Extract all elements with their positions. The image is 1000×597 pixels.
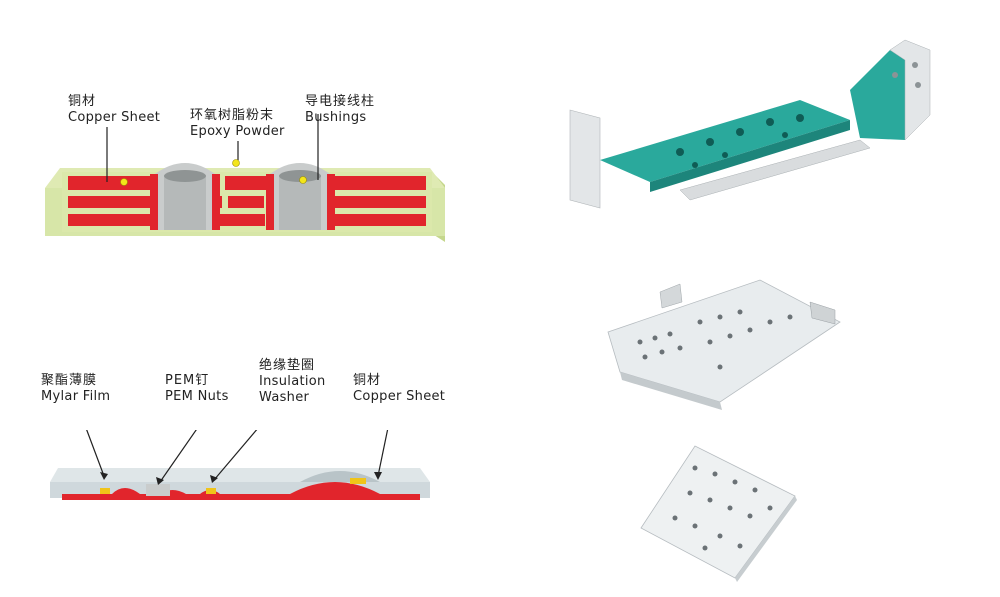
label-mylar-film-en: Mylar Film bbox=[41, 389, 111, 404]
label-pem-nuts: PEM钉 PEM Nuts bbox=[165, 373, 229, 405]
label-pem-nuts-zh: PEM钉 bbox=[165, 373, 210, 388]
label-mylar-film-zh: 聚酯薄膜 bbox=[41, 373, 98, 388]
square-plate-photo bbox=[640, 445, 797, 582]
label-bushings-en: Bushings bbox=[305, 110, 367, 125]
label-epoxy-powder-en: Epoxy Powder bbox=[190, 124, 285, 139]
green-busbar-photo bbox=[569, 39, 931, 209]
label-bushings-zh: 导电接线柱 bbox=[305, 94, 376, 109]
label-insulation-washer: 绝缘垫圈 Insulation Washer bbox=[259, 358, 339, 406]
laminated-busbar-cross-section bbox=[45, 114, 445, 242]
label-insulation-washer-en: Insulation Washer bbox=[259, 374, 326, 405]
label-copper-sheet-bottom-en: Copper Sheet bbox=[353, 389, 446, 404]
label-pem-nuts-en: PEM Nuts bbox=[165, 389, 229, 404]
label-copper-sheet-top-en: Copper Sheet bbox=[68, 110, 161, 125]
label-bushings: 导电接线柱 Bushings bbox=[305, 94, 375, 126]
label-mylar-film: 聚酯薄膜 Mylar Film bbox=[41, 373, 110, 405]
flat-busbar-cross-section bbox=[50, 430, 430, 500]
label-copper-sheet-top-zh: 铜材 bbox=[68, 94, 97, 109]
label-copper-sheet-bottom-zh: 铜材 bbox=[353, 373, 382, 388]
label-insulation-washer-zh: 绝缘垫圈 bbox=[259, 358, 316, 373]
label-copper-sheet-bottom: 铜材 Copper Sheet bbox=[353, 373, 445, 405]
silver-busbar-photo bbox=[607, 279, 841, 410]
label-epoxy-powder-zh: 环氧树脂粉末 bbox=[190, 108, 275, 123]
label-epoxy-powder: 环氧树脂粉末 Epoxy Powder bbox=[190, 108, 285, 140]
label-copper-sheet-top: 铜材 Copper Sheet bbox=[68, 94, 160, 126]
